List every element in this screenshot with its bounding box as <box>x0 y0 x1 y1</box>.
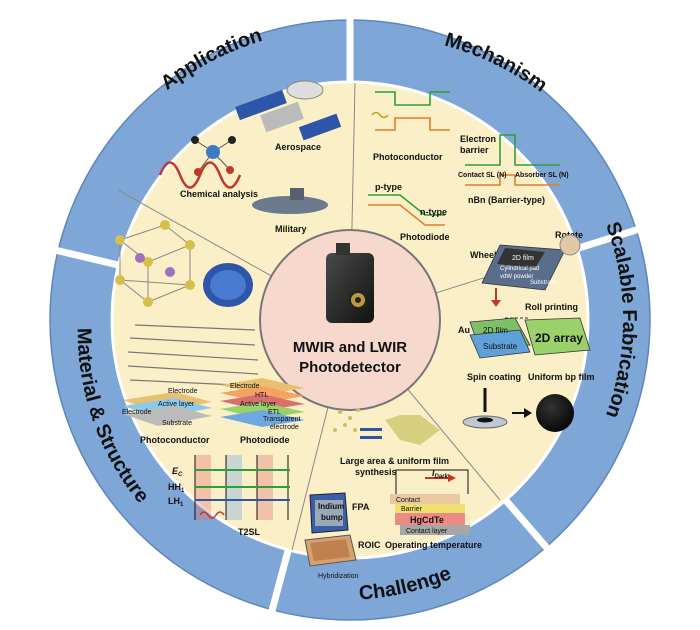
film-transfer-illustration <box>469 317 591 359</box>
fpa-chip-illustration <box>309 492 349 534</box>
label-lh1-base: LH <box>168 496 180 506</box>
satellite-icon <box>235 80 342 141</box>
label-active-layer-left: Active layer <box>158 401 195 408</box>
fabrication-section: Wheel Rotate 2D film Cylindrical pad vdW… <box>458 230 595 432</box>
challenge-section: Large area & uniform film synthesis IDar… <box>304 408 482 580</box>
label-etl: ETL <box>268 409 281 416</box>
label-hh1-sub: 1 <box>181 488 185 494</box>
label-htl: HTL <box>255 392 268 399</box>
label-spin-coating: Spin coating <box>467 372 521 382</box>
label-military: Military <box>275 224 307 234</box>
label-ec: EC <box>172 466 183 478</box>
label-vdw-powder: vdW powder <box>500 274 533 280</box>
label-electron-barrier-1: Electron <box>460 134 496 144</box>
label-photoconductor-mech: Photoconductor <box>373 152 443 162</box>
label-lh1-sub: 1 <box>180 502 184 508</box>
submarine-icon <box>252 188 328 214</box>
label-electrode-left-1: Electrode <box>168 388 198 395</box>
label-2d-film-mid: 2D film <box>483 326 508 335</box>
label-contact: Contact <box>396 497 420 504</box>
crystal-lattice-icon <box>115 220 195 307</box>
label-au: Au <box>458 325 470 335</box>
label-cylindrical-pad: Cylindrical pad <box>500 266 539 272</box>
label-indium-1: Indium <box>318 502 344 511</box>
label-contact-layer: Contact layer <box>406 528 448 535</box>
label-active-layer-right: Active layer <box>240 401 277 408</box>
label-electrode-left-2: Electrode <box>122 409 152 416</box>
label-indium-2: bump <box>321 513 343 522</box>
label-aerospace: Aerospace <box>275 142 321 152</box>
t2sl-band-diagram <box>194 455 290 520</box>
label-hh1: HH1 <box>168 482 185 494</box>
label-operating-temperature: Operating temperature <box>385 540 482 550</box>
label-i-dark: IDark <box>432 468 449 480</box>
photoconductor-stack <box>123 392 212 426</box>
bp-film-disc <box>536 394 574 432</box>
label-nbn: nBn (Barrier-type) <box>468 195 545 205</box>
label-contact-sl: Contact SL (N) <box>458 172 506 179</box>
mechanism-section: Photoconductor Electron barrier Contact … <box>368 91 569 242</box>
label-substrate-top: Substrate <box>530 280 556 286</box>
molecule-icon <box>158 136 242 189</box>
photodiode-stack <box>220 378 305 427</box>
label-lh1: LH1 <box>168 496 184 508</box>
label-substrate-mid: Substrate <box>483 342 518 351</box>
label-2d-array: 2D array <box>535 331 583 345</box>
label-absorber-sl: Absorber SL (N) <box>515 172 569 179</box>
roll-printing-illustration <box>481 234 581 291</box>
label-photodiode-mech: Photodiode <box>400 232 450 242</box>
spin-coater-illustration <box>462 388 508 429</box>
label-electron-barrier-2: barrier <box>460 145 489 155</box>
film-synthesis-illustration <box>333 408 440 445</box>
label-fpa: FPA <box>352 502 370 512</box>
material-section: Electrode Active layer Electrode Substra… <box>115 220 305 537</box>
band-diagram-photoconductor <box>371 91 450 131</box>
label-hh1-base: HH <box>168 482 181 492</box>
label-i-dark-sub: Dark <box>435 474 449 480</box>
label-electrode-right: Electrode <box>230 383 260 390</box>
application-section: Aerospace Chemical analysis Military <box>158 80 342 234</box>
label-large-area-2: synthesis <box>355 467 397 477</box>
camera-icon <box>326 243 374 323</box>
label-roll-printing: Roll printing <box>525 302 578 312</box>
label-photodiode-mat: Photodiode <box>240 435 290 445</box>
label-ec-base: E <box>172 466 179 476</box>
label-substrate-left: Substrate <box>162 420 192 427</box>
label-transparent-1: Transparent <box>263 416 301 423</box>
label-roic: ROIC <box>358 540 381 550</box>
center-title-line1: MWIR and LWIR <box>293 339 407 356</box>
hgcdte-stack-illustration <box>390 469 470 535</box>
label-wheel: Wheel <box>470 250 497 260</box>
band-diagram-nbn <box>465 134 560 186</box>
label-2d-film-top: 2D film <box>512 255 534 262</box>
label-p-type: p-type <box>375 182 402 192</box>
label-barrier: Barrier <box>401 506 423 513</box>
band-diagram-photodiode <box>368 194 445 226</box>
label-chemical-analysis: Chemical analysis <box>180 189 258 199</box>
label-transparent-2: electrode <box>270 424 299 431</box>
label-ec-sub: C <box>178 472 183 478</box>
label-large-area-1: Large area & uniform film <box>340 456 449 466</box>
roic-chip-illustration <box>304 534 357 567</box>
label-n-type: n-type <box>420 207 447 217</box>
center-title-line2: Photodetector <box>299 359 401 376</box>
label-hybridization: Hybridization <box>318 573 359 580</box>
label-photoconductor-mat: Photoconductor <box>140 435 210 445</box>
label-t2sl: T2SL <box>238 527 261 537</box>
label-i-dark-base: I <box>432 468 435 478</box>
arrow-down-icon <box>491 288 501 307</box>
nanowire-bundle-icon <box>203 263 253 307</box>
label-uniform-bp: Uniform bp film <box>528 372 595 382</box>
label-hgcdte: HgCdTe <box>410 515 444 525</box>
arrow-right-icon <box>512 408 532 418</box>
